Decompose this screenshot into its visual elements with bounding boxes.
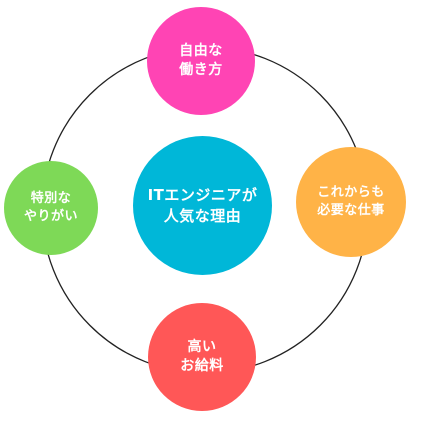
node-special-rewarding-line1: 特別な [30,191,72,207]
node-free-workstyle-line1: 自由な [179,43,223,60]
node-future-demand: これからも 必要な仕事 [296,147,406,257]
node-free-workstyle-line2: 働き方 [179,62,223,78]
center-title-line1: ITエンジニアが [147,186,258,205]
center-title-line2: 人気な理由 [163,206,242,225]
node-high-salary-line1: 高い [187,339,217,356]
node-future-demand-line1: これからも [317,185,385,201]
node-special-rewarding-line2: やりがい [23,209,78,224]
node-free-workstyle: 自由な 働き方 [147,7,255,115]
center-title: ITエンジニアが 人気な理由 [133,136,272,275]
node-future-demand-line2: 必要な仕事 [317,203,385,218]
node-special-rewarding: 特別な やりがい [4,161,98,255]
node-high-salary-line2: お給料 [180,358,224,374]
node-high-salary: 高い お給料 [148,303,256,411]
